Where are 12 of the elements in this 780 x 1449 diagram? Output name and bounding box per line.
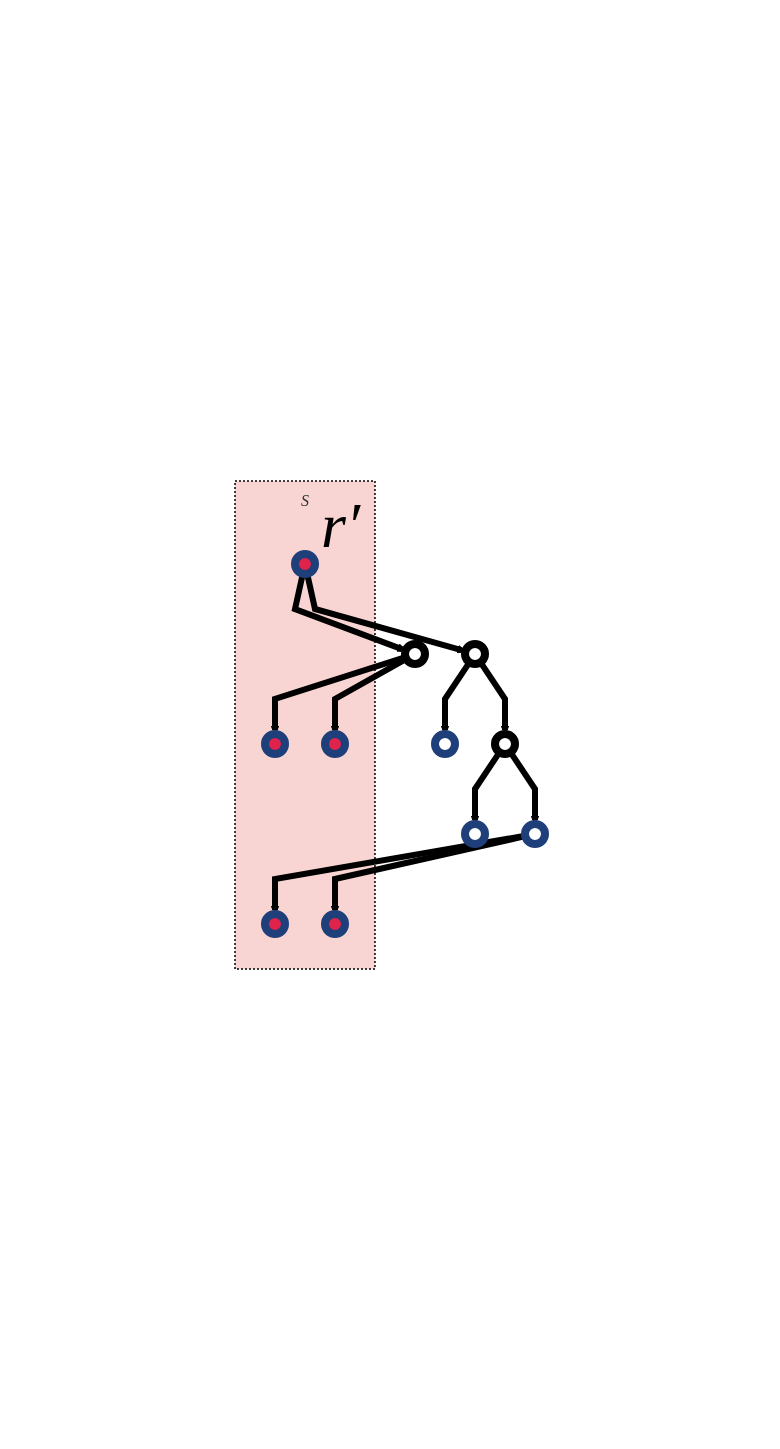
node-circle xyxy=(401,639,429,668)
node-circle xyxy=(491,729,519,758)
node-circle xyxy=(291,549,319,578)
node-circle xyxy=(261,909,289,938)
node-circle xyxy=(261,729,289,758)
node-circle xyxy=(431,729,459,758)
node-circle xyxy=(321,909,349,938)
node-circle xyxy=(461,819,489,848)
node-circle xyxy=(461,639,489,668)
node-circle xyxy=(321,729,349,758)
node-circle xyxy=(521,819,549,848)
node-label: r′ xyxy=(321,493,360,558)
